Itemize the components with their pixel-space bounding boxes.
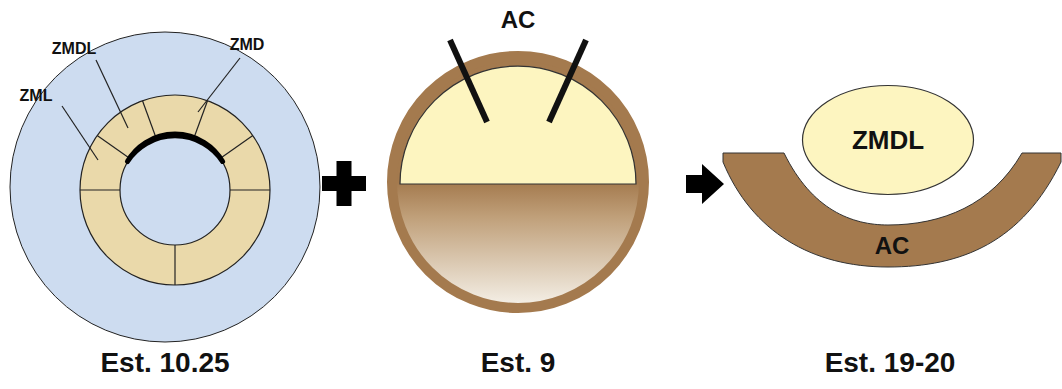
embryo-circle	[10, 32, 320, 342]
part-name: ZML	[20, 87, 53, 105]
arrow-symbol	[686, 164, 724, 204]
segment-line	[230, 189, 270, 190]
embryo-circle	[387, 4, 649, 320]
segment-line	[143, 101, 157, 139]
leader-line	[62, 106, 98, 160]
segment-lines	[80, 101, 270, 285]
stage-label: Est. 9	[481, 347, 556, 379]
dorsal-lip	[127, 134, 222, 161]
part-name: ZMDL	[52, 40, 96, 58]
blastopore-hole	[120, 135, 230, 245]
node-label: AC	[501, 6, 536, 34]
segment-line	[174, 245, 175, 285]
leader-line	[96, 60, 128, 128]
ellipse-shape: ZMDL	[801, 84, 975, 196]
node-label: ZMDL	[852, 125, 924, 156]
stage-label: Est. 10.25	[100, 347, 229, 379]
leader-line	[198, 58, 240, 112]
marginal-zone	[80, 95, 270, 285]
embryo-circle: AC	[387, 4, 649, 320]
segment-line	[80, 189, 120, 190]
segment-line	[220, 136, 253, 159]
segment-line	[97, 136, 130, 159]
stage-label: Est. 19-20	[825, 347, 956, 379]
segment-line	[194, 101, 208, 139]
plus-sign	[337, 161, 352, 206]
node-label: AC	[875, 232, 910, 260]
crescent-shape: AC	[722, 150, 1062, 270]
part-name: ZMD	[230, 36, 265, 54]
